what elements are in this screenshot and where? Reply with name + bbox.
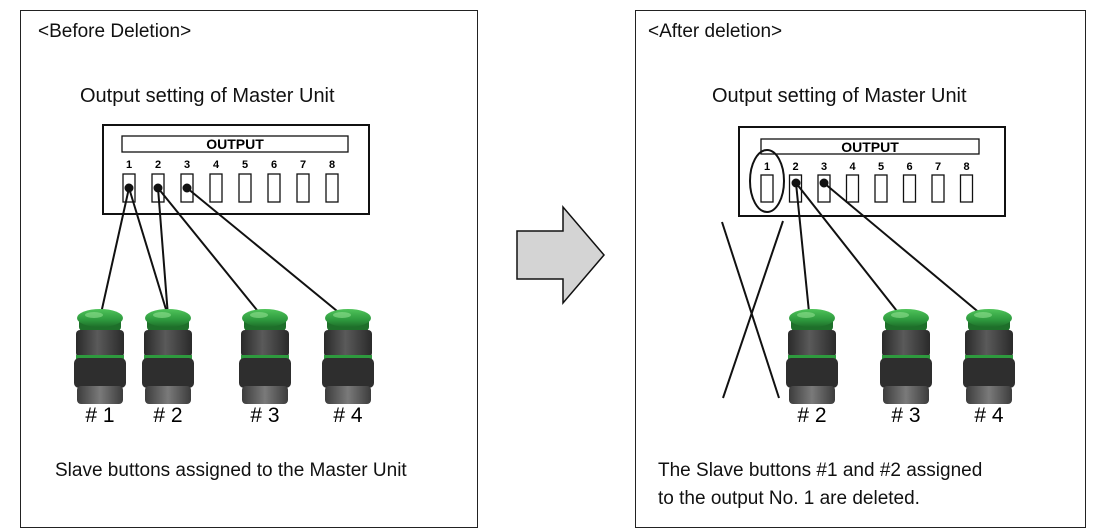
after-channel-number: 4 [849,161,856,173]
after-caption-line-1: The Slave buttons #1 and #2 assigned [658,460,983,481]
before-master-unit: OUTPUT 1 2 3 4 5 6 7 8 [102,124,370,215]
after-channel-number: 6 [906,161,912,173]
wire-ch1-to-button2 [128,187,169,317]
before-channel-number: 6 [271,159,277,171]
before-output-header: OUTPUT [206,136,264,152]
slave-button: # 3 [880,309,932,427]
after-output-slot [931,174,945,203]
slave-button: # 4 [322,309,374,427]
deleted-buttons-cross-mark [721,220,784,399]
slave-button: # 2 [786,309,838,427]
before-channel-number: 8 [329,159,335,171]
slave-button-label: # 2 [797,404,826,427]
after-caption: The Slave buttons #1 and #2 assigned to … [658,457,982,513]
after-slave-buttons: # 2 # 3 # 4 [786,309,1015,427]
after-master-output-subtitle: Output setting of Master Unit [712,85,967,107]
before-channel-number: 3 [184,159,190,171]
slave-button-label: # 3 [250,404,279,427]
before-caption: Slave buttons assigned to the Master Uni… [55,460,407,481]
slave-button: # 3 [239,309,291,427]
before-channel-number: 5 [242,159,248,171]
after-deletion-title: <After deletion> [648,21,783,42]
slave-button-label: # 2 [153,404,182,427]
right-arrow-icon [516,204,605,306]
before-channel-number: 2 [155,159,161,171]
before-wires [99,183,349,321]
after-output-slot [760,174,774,203]
wire-joint [819,178,829,188]
before-output-slot [296,173,310,203]
after-caption-line-2: to the output No. 1 are deleted. [658,488,920,509]
slave-button: # 2 [142,309,194,427]
after-output-slot [845,174,860,203]
wire-joint [124,183,134,193]
slave-button: # 4 [963,309,1015,427]
wire-ch3-to-button4 [823,182,989,321]
wire-joint [791,178,801,188]
before-channel-number: 7 [300,159,306,171]
before-output-slot [209,173,223,203]
before-output-slot [325,173,339,203]
before-output-slot [238,173,252,203]
after-channel-number: 3 [821,161,827,173]
after-output-slot [959,174,974,203]
wire-joint [153,183,163,193]
slave-button: # 1 [74,309,126,427]
after-output-header: OUTPUT [841,139,899,155]
wire-ch2-to-button3 [795,182,905,321]
after-channel-number: 5 [878,161,884,173]
wire-ch2-to-button3 [157,187,266,321]
wire-joint [182,183,192,193]
deleted-output-circle [749,149,785,213]
before-deletion-panel [20,10,478,528]
before-deletion-title: <Before Deletion> [38,21,192,42]
before-channel-number: 1 [126,159,132,171]
slave-button-label: # 4 [974,404,1004,427]
after-channel-number: 8 [963,161,969,173]
after-output-slot [902,174,917,203]
before-slave-buttons: # 1 # 2 # 3 # 4 [74,309,374,427]
after-channel-number: 7 [935,161,941,173]
after-deletion-panel [635,10,1086,528]
after-wires [791,178,989,323]
before-master-output-subtitle: Output setting of Master Unit [80,85,335,107]
wire-ch3-to-button4 [186,187,349,321]
before-output-slot [267,173,281,203]
slave-button-label: # 3 [891,404,920,427]
after-channel-number: 1 [764,161,770,173]
after-master-unit: OUTPUT 1 2 3 4 5 6 7 8 [738,126,1006,217]
wire-ch2-to-button2 [157,187,169,317]
after-output-slot [874,174,888,203]
slave-button-label: # 1 [85,404,114,427]
slave-button-label: # 4 [333,404,363,427]
before-channel-number: 4 [213,159,220,171]
after-channel-number: 2 [792,161,798,173]
wire-ch1-to-button1 [99,187,130,319]
wire-ch2-to-button2 [795,182,811,323]
